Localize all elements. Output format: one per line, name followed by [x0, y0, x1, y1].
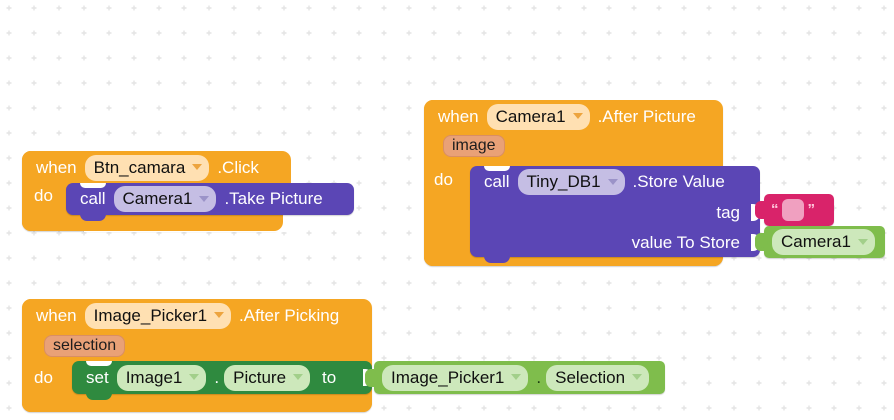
chevron-down-icon: [572, 113, 583, 119]
chevron-down-icon: [632, 374, 643, 380]
chevron-down-icon: [189, 374, 200, 380]
do-label-overlay-1: do: [34, 186, 53, 206]
keyword-when-3: when: [36, 305, 77, 325]
keyword-set: set: [86, 367, 109, 387]
do-label-2: do: [434, 170, 453, 190]
text-string-block-empty[interactable]: “ ”: [755, 194, 834, 226]
event-block-left-column-2: [424, 100, 470, 266]
component-dropdown-label-camera1: Camera1: [122, 189, 193, 208]
keyword-do-3: do: [34, 368, 53, 387]
parameter-pill-label-wrapper: image: [443, 135, 505, 157]
chevron-down-icon: [607, 178, 618, 185]
keyword-when-1: when: [36, 157, 77, 177]
separator-dot-2: .: [536, 367, 542, 387]
component-dropdown-camera1-getter[interactable]: Camera1: [772, 229, 875, 255]
component-dropdown-tinydb1[interactable]: Tiny_DB1: [517, 169, 625, 195]
quote-close-icon: ”: [807, 201, 815, 218]
block-nub-bottom-3: [86, 393, 112, 400]
event-name-after-picking: .After Picking: [239, 305, 340, 325]
block-nub-bottom-2: [484, 256, 510, 263]
value-plug-left-3: [365, 369, 378, 387]
event-header-row-2: when Camera1 .After Picture: [424, 100, 723, 133]
call-block-camera1-take-picture[interactable]: call Camera1 .Take Picture: [66, 183, 354, 221]
keyword-do-1: do: [34, 186, 53, 205]
component-dropdown-image1[interactable]: Image1: [116, 364, 207, 391]
parameter-pill-label-selection: selection: [53, 337, 117, 354]
component-property-getter-image-picker-selection[interactable]: Image_Picker1 . Selection: [365, 361, 665, 394]
setter-row: set Image1 . Picture to: [72, 361, 372, 394]
event-header-overlay-1: when Btn_camara .Click: [22, 151, 291, 184]
do-label-3: do: [34, 368, 53, 388]
call-row-tinydb: call Tiny_DB1 .Store Value: [470, 166, 760, 198]
block-notch-top-2: [484, 166, 510, 171]
component-dropdown-image-picker1[interactable]: Image_Picker1: [84, 302, 232, 329]
event-parameter-selection[interactable]: selection: [44, 335, 126, 357]
text-string-input[interactable]: [781, 199, 804, 221]
chevron-down-icon: [511, 374, 522, 380]
component-dropdown-label-image-picker1: Image_Picker1: [93, 305, 208, 325]
keyword-do-2: do: [434, 170, 453, 189]
component-getter-camera1[interactable]: Camera1: [755, 226, 885, 258]
parameter-pill-label: image: [452, 137, 496, 154]
event-name-label-1: .Click: [217, 157, 259, 177]
quote-open-icon: “: [771, 201, 778, 218]
chevron-down-icon: [857, 238, 868, 245]
component-dropdown-label-1: Btn_camara: [93, 157, 186, 177]
keyword-call: call: [80, 189, 106, 208]
separator-dot: .: [214, 367, 220, 387]
property-dropdown-label-picture: Picture: [233, 367, 287, 387]
chevron-down-icon: [214, 312, 225, 318]
component-dropdown-image-picker1-getter[interactable]: Image_Picker1: [382, 364, 529, 391]
component-dropdown-label-camera1-event: Camera1: [495, 106, 566, 126]
event-header-row-3: when Image_Picker1 .After Picking: [22, 299, 372, 332]
component-getter-label-image-picker1: Image_Picker1: [391, 367, 505, 387]
value-plug-left-2: [755, 233, 768, 251]
component-dropdown-camera1[interactable]: Camera1: [113, 186, 217, 212]
component-dropdown-camera1-event[interactable]: Camera1: [486, 103, 590, 130]
arg-label-value-to-store: value To Store: [631, 233, 740, 252]
keyword-when-2: when: [438, 106, 479, 126]
setter-block-image1-picture[interactable]: set Image1 . Picture to: [72, 361, 372, 400]
block-notch-top-3: [86, 361, 112, 366]
arg-row-value-to-store: value To Store: [470, 228, 760, 258]
keyword-call-2: call: [484, 172, 510, 191]
chevron-down-icon: [293, 374, 304, 380]
call-row: call Camera1 .Take Picture: [66, 183, 354, 215]
call-block-tinydb-store-value[interactable]: call Tiny_DB1 .Store Value tag value To …: [470, 166, 760, 263]
arg-row-tag: tag: [470, 198, 760, 228]
keyword-to: to: [322, 367, 337, 387]
property-dropdown-picture[interactable]: Picture: [224, 364, 311, 391]
chevron-down-icon: [199, 195, 210, 202]
method-name-take-picture: .Take Picture: [224, 189, 323, 208]
arg-label-tag: tag: [716, 203, 740, 222]
value-plug-left: [755, 201, 768, 219]
event-parameter-image[interactable]: image: [443, 135, 505, 157]
component-dropdown-btn-camara-1[interactable]: Btn_camara: [84, 154, 210, 181]
block-nub-bottom: [80, 214, 106, 221]
event-name-after-picture: .After Picture: [597, 106, 696, 126]
method-name-store-value: .Store Value: [632, 172, 725, 191]
property-getter-label-selection: Selection: [555, 367, 626, 387]
property-dropdown-selection[interactable]: Selection: [546, 364, 650, 391]
component-dropdown-label-tinydb1: Tiny_DB1: [526, 172, 601, 191]
block-notch-top: [80, 183, 106, 188]
chevron-down-icon: [192, 164, 203, 170]
component-dropdown-label-image1: Image1: [125, 367, 183, 387]
event-block-bottom-bar-3: [22, 392, 372, 412]
parameter-pill-wrapper-selection: selection: [44, 335, 126, 357]
component-getter-label: Camera1: [781, 232, 851, 251]
